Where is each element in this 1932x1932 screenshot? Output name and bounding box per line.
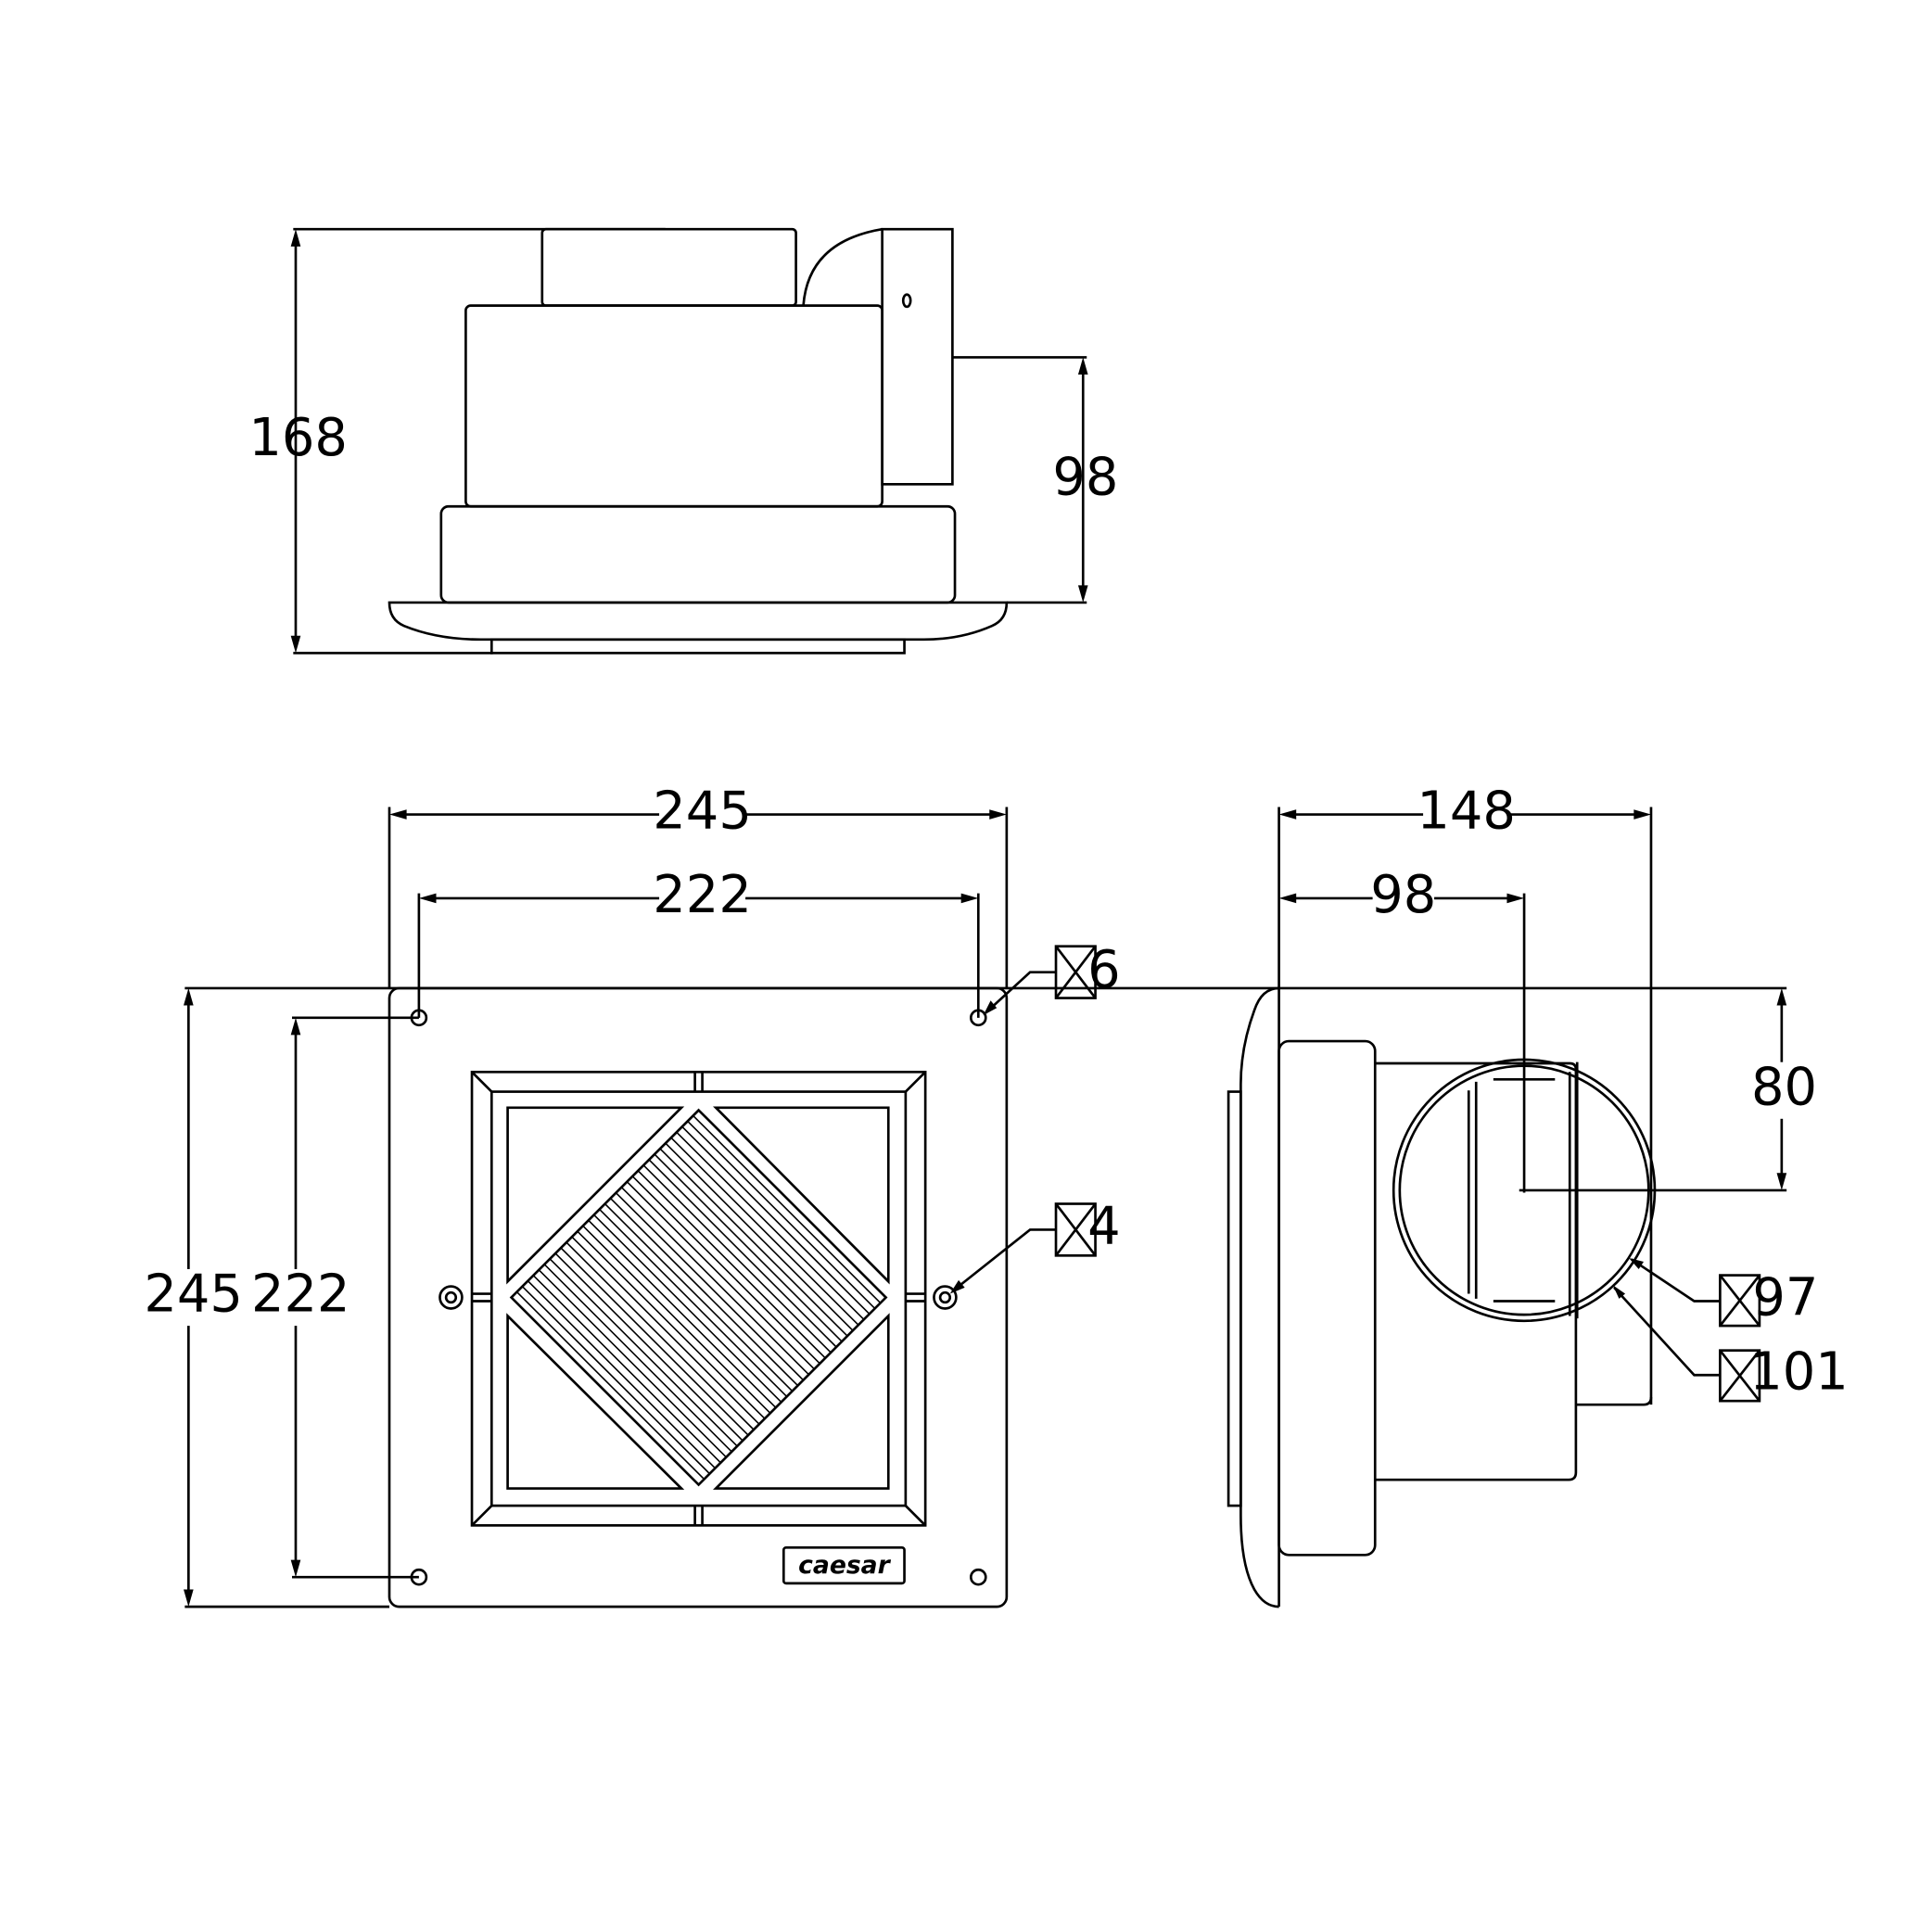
front-view: 245 222 245 222 caesar 6 4 [144,782,1787,1608]
grille-slat [693,1114,882,1304]
screw [439,1285,464,1310]
grille-slat [687,1120,876,1309]
grille-slat [670,1137,859,1326]
grille-slat [571,1236,760,1425]
duct-inner-diameter-callout: 97 [1629,1257,1818,1328]
grille-slat [515,1291,705,1481]
grille-slat [588,1219,777,1408]
duct-height-label: 98 [1052,447,1118,507]
grille-slat [631,1176,820,1365]
grille-slat [549,1258,738,1447]
depth-overall-label: 148 [1417,782,1516,842]
mounting-hole [969,1009,987,1027]
grille-slat [637,1170,826,1359]
screw-diameter-callout: 4 [949,1197,1121,1294]
grille-slat [532,1275,721,1464]
grille-slat [577,1230,766,1419]
duct-outer-diameter-callout: 101 [1612,1285,1849,1403]
brand-logo: caesar [798,1551,891,1580]
grille-slat [560,1247,749,1436]
grille-slat [566,1241,755,1430]
grille-slat [521,1286,711,1475]
side-view: 148 98 80 97 101 [1227,782,1849,1608]
grille-slat [626,1181,815,1370]
height-holes-label: 222 [251,1265,350,1325]
logo-plate [782,1545,906,1585]
grille-slat [554,1252,744,1442]
duct-outer-circle [1392,1058,1657,1323]
grille-slat [609,1198,799,1387]
grille-slat [582,1225,771,1414]
mounting-hole [969,1568,987,1586]
grille-slat [604,1202,794,1392]
svg-text:101: 101 [1749,1341,1849,1402]
grille-slat [665,1142,854,1331]
duct-center-offset-label: 98 [1370,865,1436,925]
duct-inner-circle [1398,1064,1650,1316]
side-elevation: 168 98 [248,227,1118,655]
screw [933,1285,958,1310]
height-overall-label: 245 [144,1265,243,1325]
grille-slat [615,1192,805,1381]
grille-slat [676,1131,865,1320]
grille-slat [648,1159,837,1348]
svg-text:4: 4 [1087,1197,1121,1257]
grille-slat [654,1153,843,1342]
width-holes-label: 222 [653,865,752,925]
grille-slats [515,1114,882,1481]
mounting-hole [410,1009,428,1027]
grille-slat [620,1187,809,1376]
grille-slat [538,1269,727,1458]
grille-slat [659,1148,848,1337]
grille-slat [681,1125,871,1315]
svg-text:97: 97 [1752,1268,1818,1328]
width-overall-label: 245 [653,782,752,842]
overall-height-label: 168 [248,408,348,468]
grille-slat [527,1280,716,1469]
duct-center-height-label: 80 [1751,1057,1817,1117]
hole-diameter-callout: 6 [983,940,1121,1016]
grille-slat [599,1208,788,1398]
grille-slat [543,1264,732,1453]
grille-slat [642,1164,832,1354]
mounting-hole [410,1568,428,1586]
grille-slat [593,1214,782,1403]
svg-text:6: 6 [1087,940,1121,1000]
